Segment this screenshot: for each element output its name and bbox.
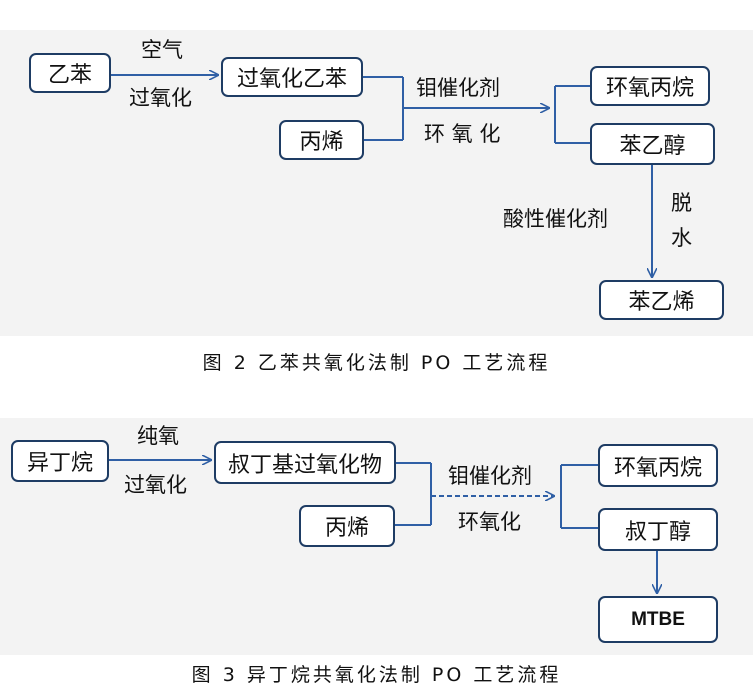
label-acid-catalyst: 酸性催化剂 — [503, 207, 608, 231]
label-dehydration-2: 水 — [671, 226, 692, 250]
node-propylene-oxide-1: 环氧丙烷 — [590, 66, 710, 106]
figure-3-caption: 图 3 异丁烷共氧化法制 PO 工艺流程 — [191, 664, 562, 686]
label-mo-catalyst-1: 钼催化剂 — [416, 76, 500, 100]
label-epoxidation-1: 环 氧 化 — [424, 122, 501, 146]
label-mo-catalyst-2: 钼催化剂 — [448, 464, 532, 488]
label-dehydration-1: 脱 — [671, 191, 692, 215]
node-isobutane: 异丁烷 — [11, 440, 109, 482]
label-pure-oxygen: 纯氧 — [137, 424, 179, 448]
node-phenylethanol: 苯乙醇 — [590, 123, 715, 165]
node-tbhp: 叔丁基过氧化物 — [214, 441, 396, 484]
node-ethylbenzene: 乙苯 — [29, 53, 111, 93]
label-epoxidation-2: 环氧化 — [458, 510, 521, 534]
node-mtbe: MTBE — [598, 596, 718, 643]
node-propylene-oxide-2: 环氧丙烷 — [598, 444, 718, 487]
node-styrene: 苯乙烯 — [599, 280, 724, 320]
figure-2-caption: 图 2 乙苯共氧化法制 PO 工艺流程 — [202, 352, 551, 374]
label-peroxidation-2: 过氧化 — [124, 473, 187, 497]
label-air: 空气 — [141, 38, 183, 62]
node-propylene-1: 丙烯 — [279, 120, 364, 160]
node-tba: 叔丁醇 — [598, 508, 718, 551]
node-eb-hydroperoxide: 过氧化乙苯 — [221, 57, 363, 97]
node-propylene-2: 丙烯 — [299, 505, 395, 547]
label-peroxidation-1: 过氧化 — [129, 86, 192, 110]
